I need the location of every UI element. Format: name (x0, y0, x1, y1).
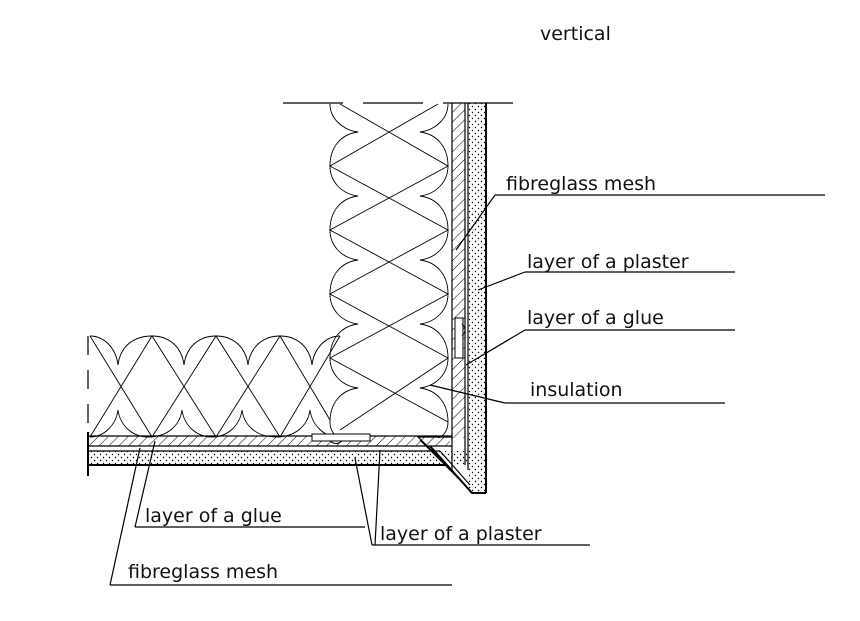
label-glue-right: layer of a glue (527, 307, 664, 329)
horizontal-render-layers (88, 433, 468, 466)
label-plaster-bottom: layer of a plaster (380, 523, 542, 545)
leader-lines-bottom (109, 440, 590, 586)
vertical-render-layers (451, 103, 487, 493)
diagram-title: vertical (540, 23, 611, 45)
label-plaster-right: layer of a plaster (527, 251, 689, 273)
leader-lines-right (429, 194, 825, 404)
label-insulation: insulation (530, 379, 623, 401)
corner-profile (416, 436, 486, 494)
insulation-vertical (329, 103, 449, 439)
label-fibreglass-mesh-right: fibreglass mesh (506, 173, 656, 195)
label-glue-bottom: layer of a glue (145, 505, 282, 527)
label-fibreglass-mesh-bottom: fibreglass mesh (128, 561, 278, 583)
insulation-horizontal (89, 335, 341, 438)
